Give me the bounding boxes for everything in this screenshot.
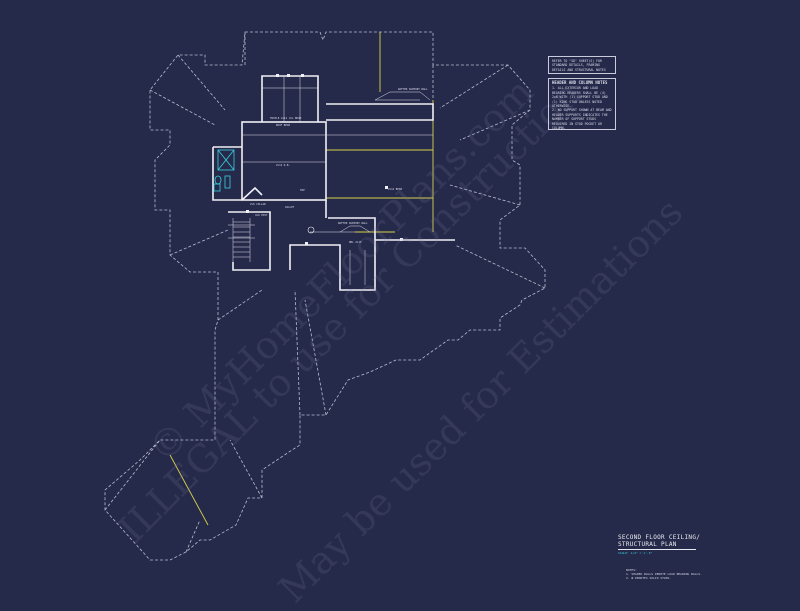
general-note-line: 1. SHADED WALLS DENOTE LOAD BEARING WALL…	[626, 572, 702, 576]
label-rafter-support-mid: RAFTER SUPPORT WALL	[338, 221, 368, 225]
header-column-note-line: 2. NO SUPPORT SHOWN AT BEAM AND	[552, 108, 612, 113]
header-column-notes-box: HEADER AND COLUMN NOTES 1. ALL EXTERIOR …	[548, 78, 616, 130]
general-notes: NOTES: 1. SHADED WALLS DENOTE LOAD BEARI…	[626, 568, 702, 580]
header-column-note-line: NUMBER OF SUPPORT STUDS	[552, 117, 597, 122]
interior-lines	[228, 76, 433, 285]
label-beam-upper: TRIPLE 2x12 LVL BEAM	[270, 116, 302, 120]
sheet-scale: SCALE: 1/4" = 1'-0"	[618, 550, 653, 555]
reference-note-box: REFER TO "SD" SHEET(S) FOR STANDARD DETA…	[548, 56, 616, 74]
reference-note-line: REFER TO "SD" SHEET(S) FOR	[552, 59, 602, 63]
label-beam-lower: DBL 2x10	[349, 240, 362, 244]
label-valley: VALLEY	[285, 205, 295, 209]
header-column-note-line: HEADER SUPPORTS INDICATES THE	[552, 112, 608, 117]
stair	[232, 218, 251, 262]
rafter-support-bump-mid	[339, 225, 371, 233]
label-roof-beam: ROOF BEAM	[276, 123, 290, 127]
label-post: 4x6 POST	[255, 213, 268, 217]
header-column-note-line: BEARING HEADERS SHALL BE (4)	[552, 90, 606, 95]
general-note-line: 2. ⊠ DENOTES SOLID STUDS.	[626, 576, 672, 580]
section-marker	[307, 226, 315, 234]
label-collar: 2x6 COLLAR	[250, 202, 266, 206]
label-rafter-support-top: RAFTER SUPPORT WALL	[398, 87, 428, 91]
header-column-note-line: 1. ALL EXTERIOR AND LOAD	[552, 86, 599, 91]
label-beam-center: 2x12 R.B.	[276, 163, 290, 167]
general-notes-title: NOTES:	[626, 568, 637, 572]
sheet-title-line-1: SECOND FLOOR CEILING/	[618, 534, 701, 541]
reference-note-line: DETAILS AND STRUCTURAL NOTES	[552, 67, 606, 72]
sheet-title-block: SECOND FLOOR CEILING/ STRUCTURAL PLAN SC…	[618, 534, 718, 555]
ridge-lines	[169, 32, 434, 526]
header-column-note-line: REQUIRED IN STUD POCKET OR	[552, 121, 602, 126]
label-hip: HIP	[300, 188, 305, 192]
header-column-note-line: (1) KING STUD UNLESS NOTED	[552, 99, 602, 104]
roof-outline	[104, 31, 546, 561]
label-beam-right: 2x12 BEAM	[388, 187, 402, 191]
header-column-notes-title: HEADER AND COLUMN NOTES	[552, 80, 608, 85]
header-column-note-line: OTHERWISE.	[552, 104, 572, 109]
reference-note-line: STANDARD DETAILS, FRAMING	[552, 63, 600, 68]
title-underline	[618, 548, 696, 550]
sheet-title-line-2: STRUCTURAL PLAN	[618, 541, 677, 548]
header-column-note-line: COLUMN.	[552, 126, 566, 131]
bath-fixtures	[213, 149, 235, 192]
header-column-note-line: 2x8 WITH (1) SUPPORT STUD AND	[552, 95, 608, 100]
rafter-support-bump-top	[374, 91, 431, 101]
post-markers	[246, 74, 403, 245]
